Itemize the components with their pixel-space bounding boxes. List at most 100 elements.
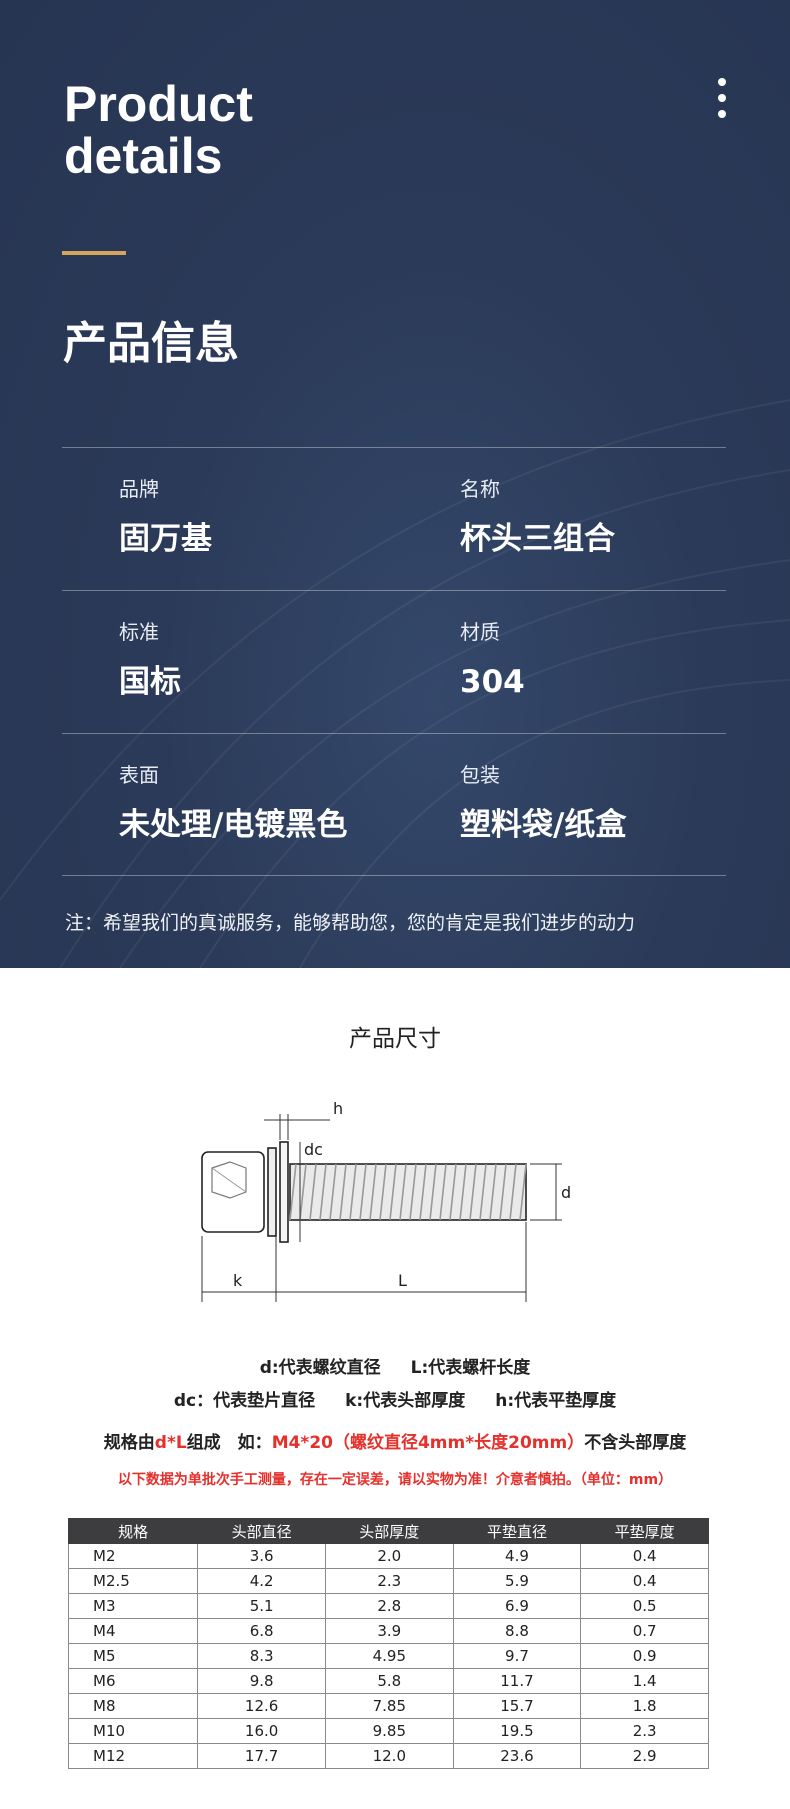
- info-cell-material: 材质 304: [460, 619, 525, 701]
- spring-washer: [267, 1147, 277, 1237]
- column-header: 头部直径: [197, 1518, 326, 1544]
- info-value: 杯头三组合: [460, 521, 615, 557]
- menu-dot: [718, 94, 726, 102]
- info-value: 国标: [119, 664, 181, 700]
- info-cell-packaging: 包装 塑料袋/纸盒: [460, 762, 626, 844]
- table-cell: 3.6: [197, 1543, 326, 1569]
- vertical-dots-icon[interactable]: [716, 78, 728, 124]
- info-label: 材质: [460, 620, 500, 644]
- table-cell: 8.3: [197, 1643, 326, 1669]
- table-cell: M2.5: [67, 1568, 199, 1594]
- table-cell: 4.2: [197, 1568, 326, 1594]
- table-cell: 9.8: [197, 1668, 326, 1694]
- spec-suffix: 不含头部厚度: [584, 1433, 687, 1453]
- table-cell: 3.9: [324, 1618, 454, 1644]
- service-note: 注：希望我们的真诚服务，能够帮助您，您的肯定是我们进步的动力: [65, 912, 636, 934]
- flat-washer: [279, 1141, 289, 1243]
- info-value: 固万基: [119, 521, 212, 557]
- table-cell: 0.5: [580, 1593, 709, 1619]
- spec-formula: d*L: [154, 1433, 187, 1453]
- info-value: 塑料袋/纸盒: [460, 807, 627, 843]
- spec-mid: 组成 如：: [186, 1433, 272, 1453]
- table-cell: M2: [67, 1543, 199, 1569]
- table-cell: 7.85: [324, 1693, 454, 1719]
- section-heading-dimensions: 产品尺寸: [349, 1026, 441, 1052]
- legend-d: d:代表螺纹直径: [259, 1358, 381, 1378]
- table-cell: 2.9: [580, 1743, 709, 1769]
- table-cell: M6: [67, 1668, 199, 1694]
- measurement-warning: 以下数据为单批次手工测量，存在一定误差，请以实物为准！介意者慎拍。（单位：mm）: [117, 1472, 673, 1488]
- table-cell: M3: [67, 1593, 199, 1619]
- product-info-banner: Product details 产品信息 品牌 固万基 名称 杯头三组合 标准 …: [0, 0, 790, 968]
- table-cell: 23.6: [452, 1743, 582, 1769]
- spec-prefix: 规格由: [103, 1433, 155, 1453]
- table-cell: 9.7: [452, 1643, 582, 1669]
- screw-dimension-diagram: h dc d k L: [201, 1099, 571, 1302]
- info-label: 包装: [460, 763, 500, 787]
- legend-line-1: d:代表螺纹直径 L:代表螺杆长度: [0, 1353, 790, 1378]
- table-cell: 1.4: [580, 1668, 709, 1694]
- table-cell: M5: [67, 1643, 199, 1669]
- table-cell: 9.85: [324, 1718, 454, 1744]
- table-cell: M4: [67, 1618, 199, 1644]
- column-header: 平垫厚度: [580, 1518, 709, 1544]
- info-label: 表面: [119, 763, 159, 787]
- table-cell: M8: [67, 1693, 199, 1719]
- spec-format-note: 规格由d*L组成 如：M4*20（螺纹直径4mm*长度20mm）不含头部厚度: [0, 1428, 790, 1453]
- spec-example: M4*20（螺纹直径4mm*长度20mm）: [271, 1433, 585, 1453]
- label-dc: dc: [304, 1140, 323, 1159]
- product-info-table: 品牌 固万基 名称 杯头三组合 标准 国标 材质 304 表面 未处理/电镀黑色: [62, 447, 726, 876]
- legend-dc: dc：代表垫片直径: [173, 1391, 316, 1411]
- table-cell: 2.0: [324, 1543, 454, 1569]
- label-h: h: [333, 1099, 343, 1118]
- info-cell-name: 名称 杯头三组合: [460, 476, 615, 558]
- table-cell: M12: [67, 1743, 199, 1769]
- legend-L: L:代表螺杆长度: [410, 1358, 531, 1378]
- info-cell-standard: 标准 国标: [119, 619, 181, 701]
- table-cell: 0.9: [580, 1643, 709, 1669]
- table-cell: 6.9: [452, 1593, 582, 1619]
- info-cell-brand: 品牌 固万基: [119, 476, 212, 558]
- table-header-row: 规格 头部直径 头部厚度 平垫直径 平垫厚度: [67, 1518, 709, 1544]
- table-cell: 17.7: [197, 1743, 326, 1769]
- table-cell: 0.7: [580, 1618, 709, 1644]
- table-cell: 0.4: [580, 1543, 709, 1569]
- table-cell: 19.5: [452, 1718, 582, 1744]
- table-cell: 12.6: [197, 1693, 326, 1719]
- info-label: 品牌: [119, 477, 159, 501]
- table-cell: 5.8: [324, 1668, 454, 1694]
- column-header: 平垫直径: [452, 1518, 582, 1544]
- table-cell: 5.1: [197, 1593, 326, 1619]
- screw-shank: [289, 1163, 527, 1221]
- table-cell: 12.0: [324, 1743, 454, 1769]
- menu-dot: [718, 78, 726, 86]
- info-cell-surface: 表面 未处理/电镀黑色: [119, 762, 347, 844]
- table-cell: 0.4: [580, 1568, 709, 1594]
- menu-dot: [718, 110, 726, 118]
- legend-k: k:代表头部厚度: [345, 1391, 466, 1411]
- page-title-line-2: details: [64, 128, 223, 184]
- table-cell: 2.8: [324, 1593, 454, 1619]
- background-light-streaks: [0, 0, 790, 968]
- table-cell: 2.3: [324, 1568, 454, 1594]
- screw-head: [201, 1151, 265, 1233]
- table-cell: 8.8: [452, 1618, 582, 1644]
- label-L: L: [398, 1271, 407, 1290]
- page-title: Product details: [64, 78, 253, 182]
- table-cell: 6.8: [197, 1618, 326, 1644]
- label-d: d: [561, 1183, 571, 1202]
- table-cell: 16.0: [197, 1718, 326, 1744]
- info-label: 名称: [460, 477, 500, 501]
- table-cell: 1.8: [580, 1693, 709, 1719]
- column-header: 头部厚度: [324, 1518, 454, 1544]
- info-row: 表面 未处理/电镀黑色 包装 塑料袋/纸盒: [62, 733, 726, 876]
